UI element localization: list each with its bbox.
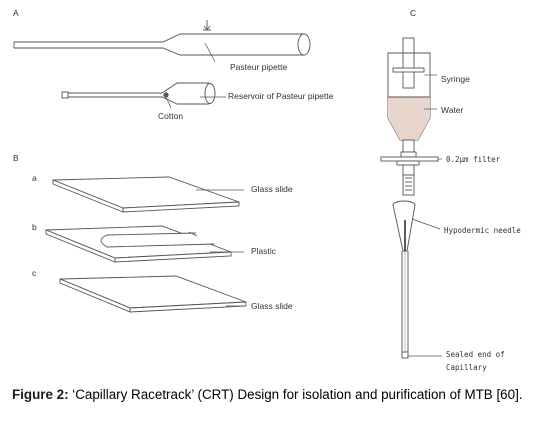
water-fill [388, 97, 430, 140]
needle-hub [402, 174, 415, 196]
syringe-label: Syringe [441, 74, 470, 84]
sub-a-label: a [32, 173, 37, 183]
filter-label: 0.2μm filter [446, 155, 501, 164]
sub-c-label: c [32, 268, 37, 278]
needle-label: Hypodermic needle [444, 226, 521, 235]
panel-c-label: C [410, 8, 416, 18]
syringe [387, 37, 431, 153]
caption-text: ‘Capillary Racetrack’ (CRT) Design for i… [68, 387, 523, 402]
cotton-leader [165, 96, 172, 109]
glass-slide-top [52, 176, 240, 213]
crt-diagram: A Pasteur pipette Cotton Reservoir of Pa… [13, 8, 521, 372]
reservoir-label: Reservoir of Pasteur pipette [228, 91, 334, 101]
figure-caption: Figure 2: ‘Capillary Racetrack’ (CRT) De… [12, 386, 532, 403]
glass-slide-bottom [59, 275, 247, 313]
pasteur-pipette [13, 33, 311, 56]
caption-label: Figure 2: [12, 387, 69, 402]
sealed-label-line1: Sealed end of [446, 350, 505, 359]
panel-a-label: A [13, 8, 19, 18]
panel-b-label: B [13, 153, 19, 163]
plastic-label: Plastic [251, 246, 277, 256]
cotton-plug [163, 92, 169, 98]
water-label: Water [441, 105, 464, 115]
hypodermic-needle [392, 200, 416, 252]
capillary [401, 251, 409, 359]
reservoir-pipette [61, 82, 216, 105]
plastic-track-end [188, 231, 198, 237]
pasteur-leader [204, 42, 216, 63]
filter [380, 151, 439, 176]
plastic-track [100, 232, 215, 248]
cotton-label: Cotton [158, 111, 183, 121]
pipette-arrow-icon [203, 20, 211, 31]
glass-slide-top-label: Glass slide [251, 184, 293, 194]
sub-b-label: b [32, 222, 37, 232]
pasteur-pipette-label: Pasteur pipette [230, 62, 287, 72]
needle-leader [411, 218, 441, 230]
sealed-label-line2: Capillary [446, 363, 487, 372]
glass-slide-bottom-label: Glass slide [251, 301, 293, 311]
